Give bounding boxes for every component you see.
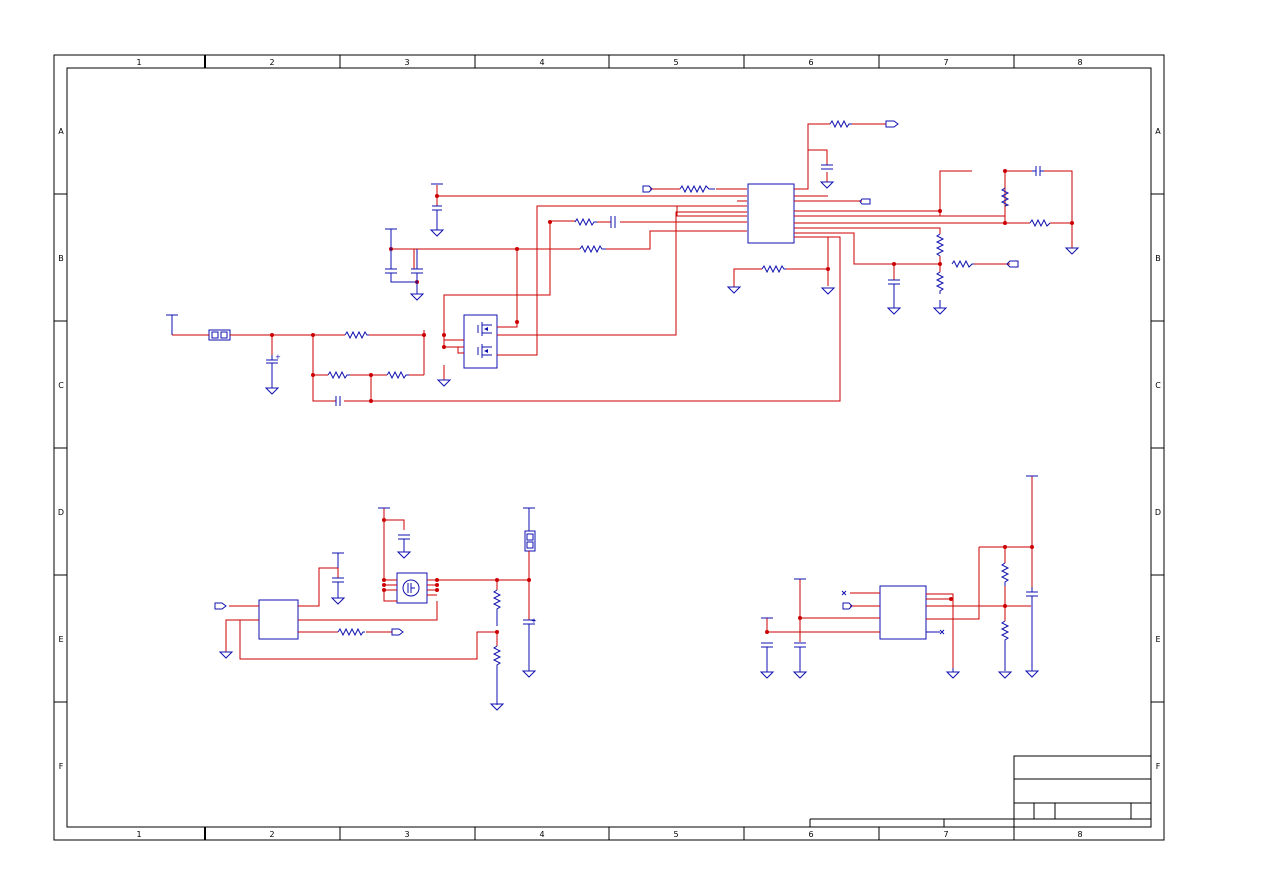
col-label: 7 bbox=[943, 58, 948, 67]
ground-icon bbox=[396, 551, 412, 559]
ground-icon bbox=[429, 229, 445, 237]
upper-circuit: + bbox=[166, 119, 1080, 406]
row-label: D bbox=[1155, 508, 1161, 517]
row-labels-left: A B C D E F bbox=[58, 127, 64, 771]
col-label: 6 bbox=[808, 58, 813, 67]
col-label: 1 bbox=[136, 58, 141, 67]
ic-u3 bbox=[879, 585, 927, 640]
sheet-frame bbox=[53, 54, 1165, 841]
col-label: 2 bbox=[269, 830, 274, 839]
ground-icon bbox=[886, 307, 902, 315]
col-label: 5 bbox=[673, 830, 678, 839]
ground-icon bbox=[264, 387, 280, 395]
col-label: 1 bbox=[136, 830, 141, 839]
row-label: A bbox=[1155, 127, 1161, 136]
row-label: C bbox=[1155, 381, 1161, 390]
ground-icon bbox=[436, 379, 452, 387]
mosfet-pair bbox=[463, 314, 498, 369]
ground-icon bbox=[932, 307, 948, 315]
ground-icon bbox=[218, 651, 234, 659]
row-label: E bbox=[58, 635, 63, 644]
ground-icon bbox=[489, 703, 505, 711]
row-label: B bbox=[1155, 254, 1161, 263]
col-label: 4 bbox=[539, 830, 544, 839]
col-label: 8 bbox=[1077, 58, 1082, 67]
port-arrow-icon bbox=[859, 198, 871, 205]
ground-icon bbox=[409, 293, 425, 301]
ground-icon bbox=[792, 671, 808, 679]
row-label: C bbox=[58, 381, 64, 390]
port-arrow-icon bbox=[842, 602, 853, 610]
row-label: B bbox=[58, 254, 64, 263]
col-label: 7 bbox=[943, 830, 948, 839]
col-label: 3 bbox=[404, 58, 409, 67]
port-arrow-icon bbox=[1006, 260, 1019, 268]
row-label: D bbox=[58, 508, 64, 517]
lower-left-circuit: + bbox=[214, 507, 537, 711]
port-arrow-icon bbox=[642, 185, 653, 193]
port-arrow-icon bbox=[391, 628, 404, 636]
ground-icon bbox=[819, 181, 835, 189]
col-label: 3 bbox=[404, 830, 409, 839]
connector-j2 bbox=[524, 530, 536, 552]
row-labels-right: A B C D E F bbox=[1155, 127, 1161, 771]
ground-icon bbox=[1064, 247, 1080, 255]
ic-u2 bbox=[258, 599, 299, 640]
col-label: 8 bbox=[1077, 830, 1082, 839]
mosfet-q2 bbox=[396, 572, 428, 604]
ground-icon bbox=[820, 287, 836, 295]
col-label: 4 bbox=[539, 58, 544, 67]
column-labels-top: 1 2 3 4 5 6 7 8 bbox=[136, 58, 1082, 67]
ic-u1 bbox=[747, 183, 795, 244]
svg-text:+: + bbox=[531, 617, 537, 625]
col-label: 5 bbox=[673, 58, 678, 67]
col-label: 2 bbox=[269, 58, 274, 67]
row-label: A bbox=[58, 127, 64, 136]
port-arrow-icon bbox=[885, 120, 899, 128]
ground-icon bbox=[726, 286, 742, 294]
svg-text:+: + bbox=[275, 353, 281, 361]
row-label: F bbox=[59, 762, 64, 771]
ground-icon bbox=[330, 597, 346, 605]
title-block bbox=[809, 755, 1152, 828]
col-label: 6 bbox=[808, 830, 813, 839]
ground-icon bbox=[945, 671, 961, 679]
lower-right-circuit bbox=[759, 475, 1040, 679]
row-label: F bbox=[1156, 762, 1161, 771]
row-label: E bbox=[1155, 635, 1160, 644]
ground-icon bbox=[997, 671, 1013, 679]
port-arrow-icon bbox=[214, 602, 227, 610]
ground-icon bbox=[521, 670, 537, 678]
column-labels-bottom: 1 2 3 4 5 6 7 8 bbox=[136, 830, 1082, 839]
ground-icon bbox=[1024, 670, 1040, 678]
ground-icon bbox=[759, 671, 775, 679]
